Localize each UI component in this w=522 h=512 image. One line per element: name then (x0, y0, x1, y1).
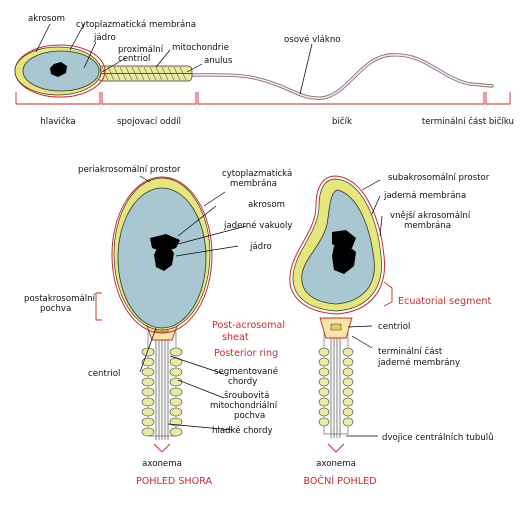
section-brackets (15, 92, 511, 105)
section-terminalni: terminální část bičíku (422, 116, 514, 127)
label-osove-vlakno: osové vlákno (284, 34, 341, 45)
label-post-acrosomal-1: Post-acrosomal (212, 320, 285, 331)
label-postakro-1: postakrosomální (24, 294, 96, 304)
label-cytoplazmaticka: cytoplazmatická membrána (76, 20, 196, 30)
label-mitochondrie: mitochondrie (172, 43, 229, 53)
label-cyto-2: membrána (230, 179, 277, 189)
label-jadro-2: jádro (249, 242, 272, 252)
label-vnejsi-2: membrána (404, 221, 451, 231)
label-periakrosomalni: periakrosomální prostor (78, 165, 181, 175)
label-axonema-left: axonema (142, 459, 182, 469)
label-sroub-3: pochva (234, 411, 265, 421)
label-akrosom: akrosom (28, 14, 65, 24)
label-subakro: subakrosomální prostor (388, 173, 490, 183)
label-anulus: anulus (204, 56, 233, 66)
label-vnejsi-1: vnější akrosomální (390, 210, 471, 221)
label-proximalni: proximální (118, 45, 164, 55)
label-jaderna: jaderná membrána (383, 191, 466, 201)
section-hlavicka: hlavička (40, 116, 75, 127)
label-termin-2: jaderné membrány (377, 357, 460, 368)
label-dvojice: dvojice centrálních tubulů (382, 432, 494, 443)
label-hladke: hladké chordy (212, 425, 273, 436)
label-segm-1: segmentované (214, 366, 278, 377)
label-ecuatorial: Ecuatorial segment (398, 296, 491, 307)
head-nucleus-vacuole (50, 62, 67, 77)
head-side-view: subakrosomální prostor jaderná membrána … (289, 173, 494, 487)
label-postakro-2: pochva (40, 304, 71, 314)
title-side-view: BOČNÍ POHLED (303, 474, 376, 487)
label-axonema-right: axonema (316, 459, 356, 469)
label-termin-1: terminální část (378, 346, 443, 357)
section-bicik: bičík (332, 116, 352, 127)
label-post-acrosomal-2: sheat (222, 332, 249, 343)
label-segm-2: chordy (228, 377, 257, 387)
label-vakuoly: jaderné vakuoly (223, 220, 293, 231)
helical-sheath-right (318, 347, 354, 427)
label-sroub-1: šroubovitá (224, 390, 269, 401)
label-posterior-ring: Posterior ring (214, 348, 278, 359)
label-cyto-1: cytoplazmatická (222, 169, 292, 179)
label-centriol-right: centriol (378, 322, 410, 332)
label-sroub-2: mitochondriální (210, 401, 278, 411)
whole-sperm: akrosom cytoplazmatická membrána jádro p… (14, 14, 514, 127)
label-centriol-left: centriol (88, 369, 120, 379)
label-jadro: jádro (93, 33, 116, 43)
label-akrosom-2: akrosom (248, 200, 285, 210)
label-proximalni-centriol: centriol (118, 54, 150, 64)
section-spojovaci: spojovací oddíl (117, 117, 181, 127)
title-top-view: POHLED SHORA (136, 476, 213, 487)
head-top-view: periakrosomální prostor cytoplazmatická … (24, 165, 293, 487)
